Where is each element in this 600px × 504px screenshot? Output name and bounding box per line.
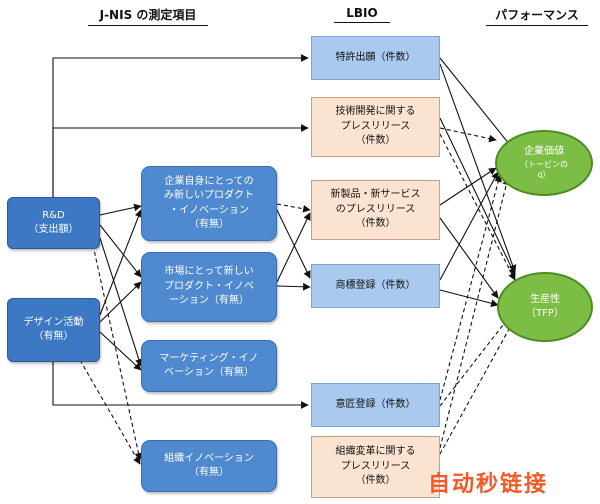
- node-design-line-2: （有無）: [33, 331, 74, 342]
- node-market-innovation-line-3: ーション（有無）: [169, 295, 249, 307]
- node-productivity: 生産性 （TFP）: [497, 272, 593, 342]
- node-market-innovation: 市場にとって新しい プロダクト・イノベ ーション（有無）: [141, 252, 277, 322]
- node-product-press-line-3: （件数）: [355, 218, 396, 230]
- node-trademark: 商標登録（件数）: [311, 264, 440, 308]
- header-jnis: J-NIS の測定項目: [88, 6, 208, 26]
- node-patent-label: 特許出願（件数）: [335, 51, 416, 63]
- node-productivity-line-2: （TFP）: [526, 308, 564, 319]
- node-tech-press-release: 技術開発に関する プレスリリース （件数）: [311, 97, 440, 157]
- node-market-innovation-line-2: プロダクト・イノベ: [164, 280, 254, 292]
- node-org-press-release: 組織変革に関する プレスリリース （件数）: [311, 436, 440, 498]
- node-trademark-label: 商標登録（件数）: [335, 279, 416, 291]
- node-org-innovation-line-2: （有無）: [189, 467, 229, 478]
- node-tech-press-line-3: （件数）: [355, 135, 396, 147]
- node-marketing-innovation-line-1: マーケティング・イノ: [159, 352, 259, 364]
- node-self-innovation: 企業自身にとっての み新しいプロダクト ・イノベーション （有無）: [141, 166, 277, 241]
- node-product-press-line-1: 新製品・新サービス: [330, 189, 421, 201]
- node-org-innovation-line-1: 組織イノベーション: [164, 452, 254, 464]
- node-market-innovation-line-1: 市場にとって新しい: [164, 266, 254, 278]
- node-tech-press-line-2: プレスリリース: [340, 120, 411, 132]
- node-design-registration-label: 意匠登録（件数）: [335, 398, 416, 410]
- node-self-innovation-line-1: 企業自身にとっての: [164, 175, 254, 187]
- header-lbio: LBIO: [334, 6, 390, 23]
- node-org-press-line-1: 組織変革に関する: [335, 446, 416, 458]
- node-firm-value-line-2: （トービンの: [520, 159, 568, 169]
- node-org-press-line-3: （件数）: [355, 475, 396, 487]
- node-self-innovation-line-2: み新しいプロダクト: [164, 190, 254, 201]
- node-design-activity: デザイン活動 （有無）: [7, 298, 100, 362]
- node-self-innovation-line-3: ・イノベーション: [169, 204, 249, 216]
- node-productivity-line-1: 生産性: [530, 293, 560, 305]
- watermark-logo: 自动秒链接: [428, 472, 549, 497]
- node-tech-press-line-1: 技術開発に関する: [335, 106, 416, 118]
- node-org-innovation: 組織イノベーション （有無）: [141, 440, 277, 492]
- node-rd: R&D （支出額）: [7, 197, 100, 249]
- header-performance: パフォーマンス: [486, 6, 588, 26]
- node-product-press-release: 新製品・新サービス のプレスリリース （件数）: [311, 180, 440, 240]
- node-firm-value: 企業価値 （トービンの q）: [495, 130, 593, 196]
- node-self-innovation-line-4: （有無）: [189, 219, 229, 230]
- node-product-press-line-2: のプレスリリース: [335, 203, 416, 215]
- node-marketing-innovation-line-2: ベーション（有無）: [164, 367, 254, 378]
- node-marketing-innovation: マーケティング・イノ ベーション（有無）: [141, 340, 277, 392]
- node-rd-line-2: （支出額）: [28, 224, 79, 235]
- node-design-registration: 意匠登録（件数）: [311, 383, 440, 427]
- node-patent: 特許出願（件数）: [311, 36, 440, 80]
- node-firm-value-line-1: 企業価値: [524, 146, 564, 158]
- node-org-press-line-2: プレスリリース: [340, 460, 411, 472]
- node-firm-value-line-3: q）: [537, 170, 551, 180]
- node-rd-line-1: R&D: [42, 209, 65, 221]
- node-design-line-1: デザイン活動: [23, 316, 84, 328]
